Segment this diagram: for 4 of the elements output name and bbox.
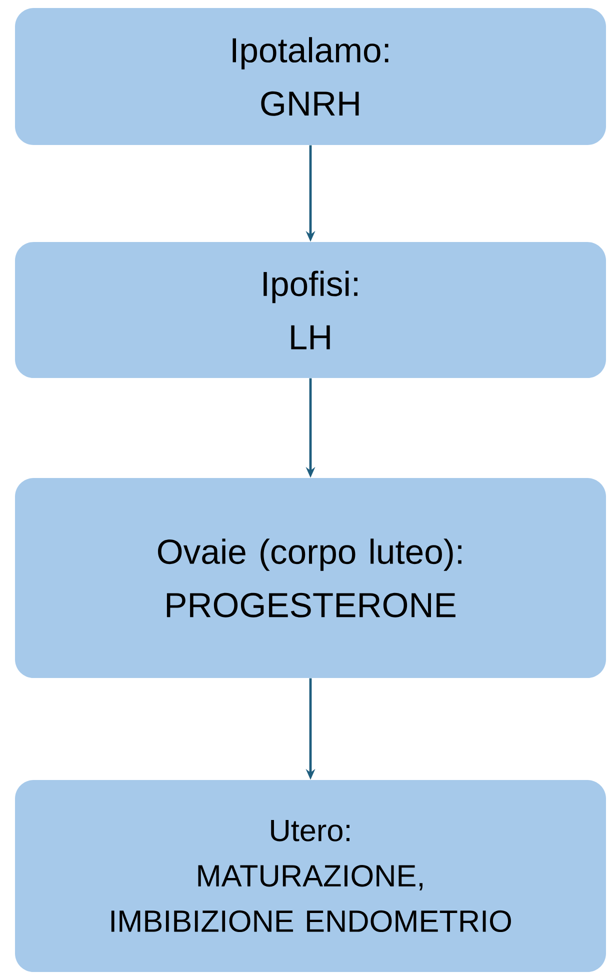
- process-box: Ovaie (corpo luteo): PROGESTERONE: [15, 478, 606, 678]
- process-box: Ipotalamo: GNRH: [15, 8, 606, 145]
- process-box: Ipofisi: LH: [15, 242, 606, 378]
- process-box: Utero: MATURAZIONE, IMBIBIZIONE ENDOMETRIO: [15, 780, 606, 972]
